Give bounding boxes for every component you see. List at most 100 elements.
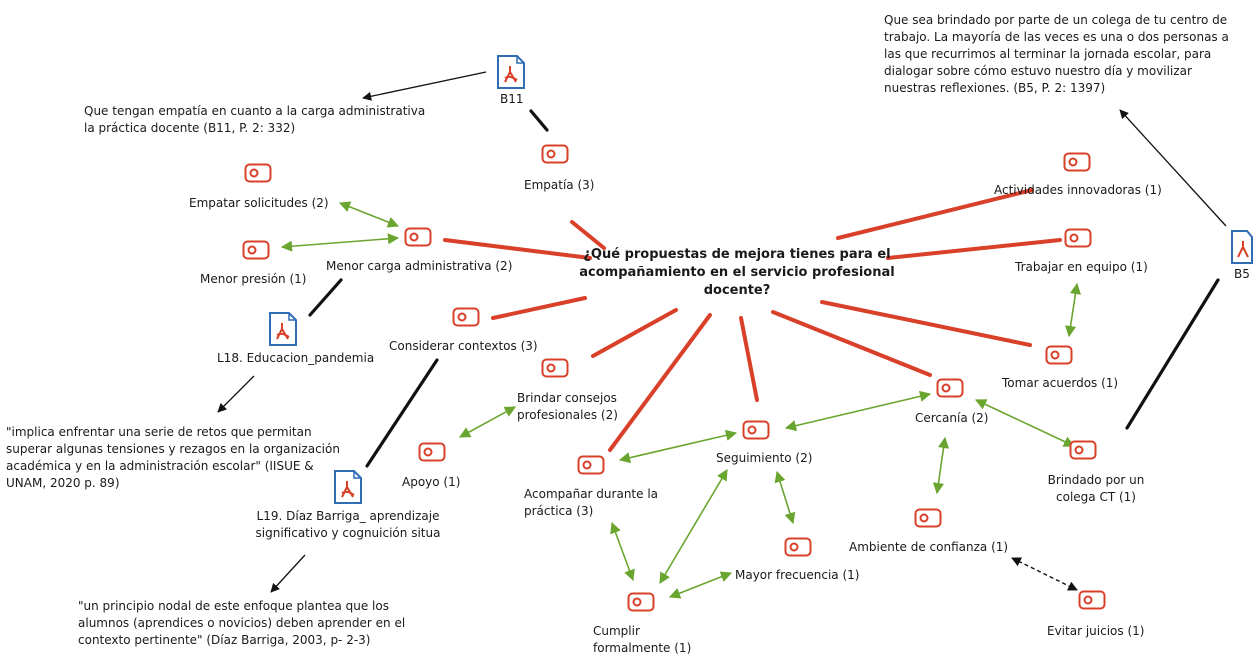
document-links bbox=[308, 109, 1220, 468]
link-seguimiento bbox=[739, 316, 759, 402]
arrow-l18-quote bbox=[217, 375, 255, 413]
link-actividades bbox=[836, 188, 1034, 240]
rel-acompanar-cumplir bbox=[610, 521, 635, 582]
red-links bbox=[443, 188, 1062, 452]
quote-line: Que tengan empatía en cuanto a la carga … bbox=[84, 104, 426, 118]
central-question-line-2: acompañamiento en el servicio profesiona… bbox=[579, 265, 895, 280]
link-menor-carga bbox=[443, 238, 592, 260]
pdf-document-icon[interactable] bbox=[1230, 230, 1254, 264]
document-label-b11[interactable]: B11 bbox=[500, 92, 524, 106]
link-b11-empatia bbox=[529, 109, 549, 132]
code-label-line: colega CT (1) bbox=[1056, 490, 1136, 504]
rel-acompanar-seguimiento bbox=[618, 429, 738, 464]
arrow-l19-quote bbox=[270, 554, 306, 593]
rel-menor-presion bbox=[280, 233, 400, 252]
central-question-line-3: docente? bbox=[703, 283, 771, 298]
code-icon[interactable] bbox=[914, 508, 942, 528]
code-label-considerar-contextos[interactable]: Considerar contextos (3) bbox=[389, 339, 538, 353]
quote-line: las que recurrimos al terminar la jornad… bbox=[884, 47, 1212, 61]
code-icon[interactable] bbox=[541, 358, 569, 378]
quote-line: superar algunas tensiones y rezagos en l… bbox=[6, 442, 340, 456]
code-label-apoyo[interactable]: Apoyo (1) bbox=[402, 475, 461, 489]
code-icon[interactable] bbox=[418, 442, 446, 462]
rel-seguimiento-mayor bbox=[774, 470, 796, 525]
quote-line: dialogar sobre cómo estuvo nuestro día y… bbox=[884, 64, 1192, 78]
link-brindar-consejos bbox=[591, 308, 678, 358]
code-label-brindado-colega[interactable]: Brindado por un colega CT (1) bbox=[1040, 472, 1152, 506]
code-label-line: Brindado por un bbox=[1047, 473, 1145, 487]
code-label-actividades[interactable]: Actividades innovadoras (1) bbox=[994, 183, 1162, 197]
quote-b11[interactable]: Que tengan empatía en cuanto a la carga … bbox=[84, 103, 425, 137]
link-tomar-acuerdos bbox=[820, 300, 1032, 347]
code-icon[interactable] bbox=[1064, 228, 1092, 248]
code-icon[interactable] bbox=[541, 144, 569, 164]
link-acompanar bbox=[608, 313, 712, 452]
central-question-line-1: ¿Qué propuestas de mejora tienes para el bbox=[583, 247, 891, 262]
code-label-line: Acompañar durante la bbox=[524, 487, 659, 501]
code-icon[interactable] bbox=[577, 455, 605, 475]
code-label-brindar-consejos[interactable]: Brindar consejos profesionales (2) bbox=[517, 390, 618, 424]
quote-l18[interactable]: "implica enfrentar una serie de retos qu… bbox=[6, 424, 340, 492]
code-icon[interactable] bbox=[1045, 345, 1073, 365]
link-l19-considerar bbox=[365, 358, 439, 468]
arrow-b11-quote bbox=[362, 71, 487, 101]
quote-line: nuestras reflexiones. (B5, P. 2: 1397) bbox=[884, 81, 1106, 95]
code-icon[interactable] bbox=[936, 378, 964, 398]
rel-cercania-ambiente bbox=[932, 436, 950, 495]
document-label-l18[interactable]: L18. Educacion_pandemia bbox=[217, 351, 375, 365]
code-icon[interactable] bbox=[1069, 440, 1097, 460]
green-relations bbox=[280, 201, 1082, 599]
code-label-mayor-frecuencia[interactable]: Mayor frecuencia (1) bbox=[735, 568, 860, 582]
code-icon[interactable] bbox=[242, 240, 270, 260]
quote-line: UNAM, 2020 p. 89) bbox=[6, 476, 120, 490]
code-icon[interactable] bbox=[784, 537, 812, 557]
code-label-ambiente[interactable]: Ambiente de confianza (1) bbox=[849, 540, 1009, 554]
rel-trabajar-tomar bbox=[1064, 282, 1082, 338]
document-label-line: significativo y cognuición situa bbox=[255, 526, 441, 540]
quote-line: contexto pertinente" (Díaz Barriga, 2003… bbox=[78, 633, 371, 647]
code-label-seguimiento[interactable]: Seguimiento (2) bbox=[716, 451, 813, 465]
rel-seguimiento-cercania bbox=[784, 390, 932, 432]
code-label-menor-presion[interactable]: Menor presión (1) bbox=[200, 272, 307, 286]
pdf-document-icon[interactable] bbox=[333, 470, 363, 504]
code-label-menor-carga[interactable]: Menor carga administrativa (2) bbox=[326, 259, 513, 273]
code-icon[interactable] bbox=[1078, 590, 1106, 610]
link-empatia bbox=[570, 220, 606, 250]
code-label-cumplir[interactable]: Cumplir formalmente (1) bbox=[593, 623, 691, 657]
code-label-empatia[interactable]: Empatía (3) bbox=[524, 178, 595, 192]
quote-b5[interactable]: Que sea brindado por parte de un colega … bbox=[884, 12, 1229, 97]
document-label-l19[interactable]: L19. Díaz Barriga_ aprendizaje significa… bbox=[248, 508, 448, 542]
code-label-tomar-acuerdos[interactable]: Tomar acuerdos (1) bbox=[1002, 376, 1119, 390]
code-icon[interactable] bbox=[404, 227, 432, 247]
code-label-trabajar-equipo[interactable]: Trabajar en equipo (1) bbox=[1015, 260, 1148, 274]
code-icon[interactable] bbox=[1063, 152, 1091, 172]
code-label-line: Brindar consejos bbox=[517, 391, 617, 405]
code-label-line: práctica (3) bbox=[524, 504, 594, 518]
code-label-evitar-juicios[interactable]: Evitar juicios (1) bbox=[1047, 624, 1145, 638]
quote-line: "implica enfrentar una serie de retos qu… bbox=[6, 425, 312, 439]
link-l18-menor-carga bbox=[308, 278, 343, 317]
code-icon[interactable] bbox=[452, 307, 480, 327]
rel-ambiente-evitar bbox=[1011, 557, 1078, 591]
link-cercania bbox=[771, 310, 932, 377]
rel-empatar bbox=[338, 201, 400, 228]
code-label-cercania[interactable]: Cercanía (2) bbox=[915, 411, 989, 425]
pdf-document-icon[interactable] bbox=[496, 55, 526, 89]
code-label-line: profesionales (2) bbox=[517, 408, 618, 422]
quote-line: "un principio nodal de este enfoque plan… bbox=[78, 599, 389, 613]
document-label-line: L19. Díaz Barriga_ aprendizaje bbox=[256, 509, 440, 523]
pdf-document-icon[interactable] bbox=[268, 312, 298, 346]
code-label-line: formalmente (1) bbox=[593, 641, 692, 655]
rel-cumplir-seguimiento bbox=[659, 469, 728, 584]
quote-line: trabajo. La mayoría de las veces es una … bbox=[884, 30, 1229, 44]
code-label-acompanar[interactable]: Acompañar durante la práctica (3) bbox=[524, 486, 658, 520]
quote-l19[interactable]: "un principio nodal de este enfoque plan… bbox=[78, 598, 405, 649]
document-label-b5[interactable]: B5 bbox=[1234, 267, 1250, 281]
code-icon[interactable] bbox=[742, 420, 770, 440]
code-icon[interactable] bbox=[627, 592, 655, 612]
code-label-empatar-solicitudes[interactable]: Empatar solicitudes (2) bbox=[189, 196, 329, 210]
arrow-b5-quote bbox=[1119, 109, 1227, 227]
rel-cumplir-mayor bbox=[668, 571, 733, 599]
code-icon[interactable] bbox=[244, 163, 272, 183]
